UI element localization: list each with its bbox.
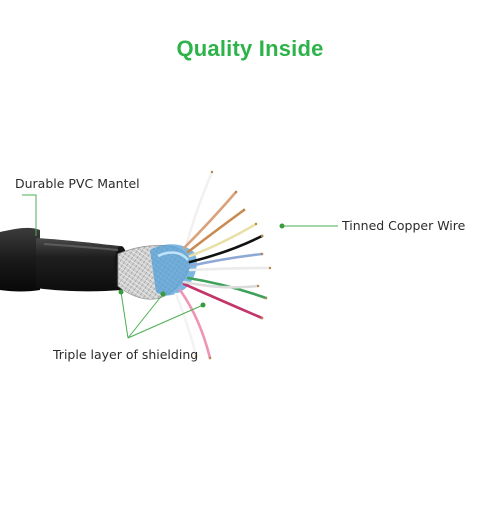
wire-tip-2 [234,190,238,194]
tinned-copper-label: Tinned Copper Wire [342,218,466,233]
wire-5 [188,234,264,264]
wire-10 [178,288,212,360]
wire-3 [186,208,246,254]
jacket-highlight [43,243,119,251]
wire-tip-6 [260,252,264,256]
shield-callout-dot-2 [160,291,166,297]
shield-callout-dot-3 [200,302,206,308]
pvc-jacket [0,227,128,292]
wire-7 [188,266,272,272]
wire-tip-1 [210,170,214,174]
shield-callout-dot-1 [118,289,124,295]
shield-callout-line-1 [120,291,129,339]
braided-shield [117,244,197,300]
wire-tip-12 [256,284,260,288]
wire-12 [182,280,260,289]
shield-callout-line-2 [127,293,164,339]
conductor-wires [174,170,272,360]
wire-tip-4 [254,222,258,226]
wire-9 [182,282,264,320]
wire-tip-11 [194,354,198,358]
copper-callout-dot [279,223,285,229]
wire-tip-5 [260,234,264,238]
shield-callout-line-3 [127,304,204,339]
wire-11 [174,292,198,358]
wire-6 [188,252,264,268]
cable-jacket [36,238,122,292]
wire-tip-9 [260,316,264,320]
wire-1 [184,170,214,248]
shielding-label: Triple layer of shielding [53,347,199,362]
wire-tip-3 [242,208,246,212]
pvc-mantel-label: Durable PVC Mantel [15,176,140,191]
page-title: Quality Inside [176,36,324,61]
callout-lines [22,194,338,339]
pvc-callout-line [22,194,37,236]
wire-tip-10 [208,356,212,360]
wire-2 [182,190,238,250]
wire-4 [188,222,258,258]
wire-tip-7 [268,266,272,270]
wire-tip-8 [264,296,268,300]
cable-boot [0,227,40,292]
foil-highlight [157,251,189,261]
